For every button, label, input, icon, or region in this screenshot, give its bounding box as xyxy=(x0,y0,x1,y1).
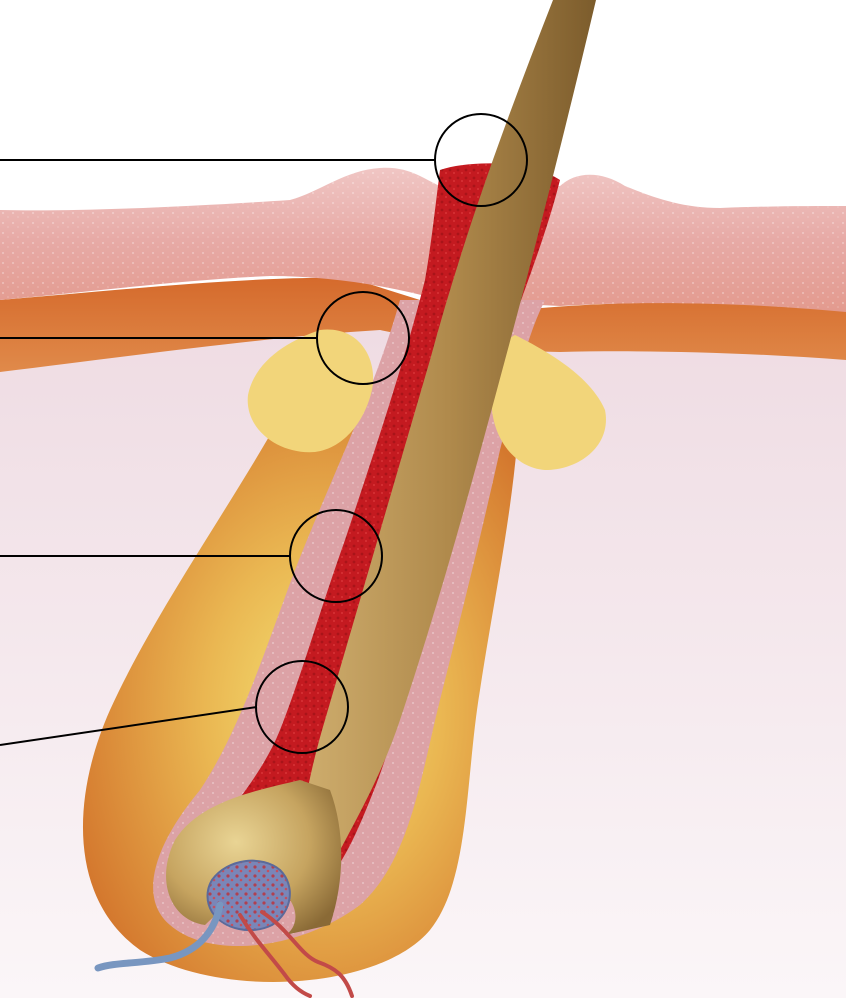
dermal-papilla xyxy=(208,861,290,930)
